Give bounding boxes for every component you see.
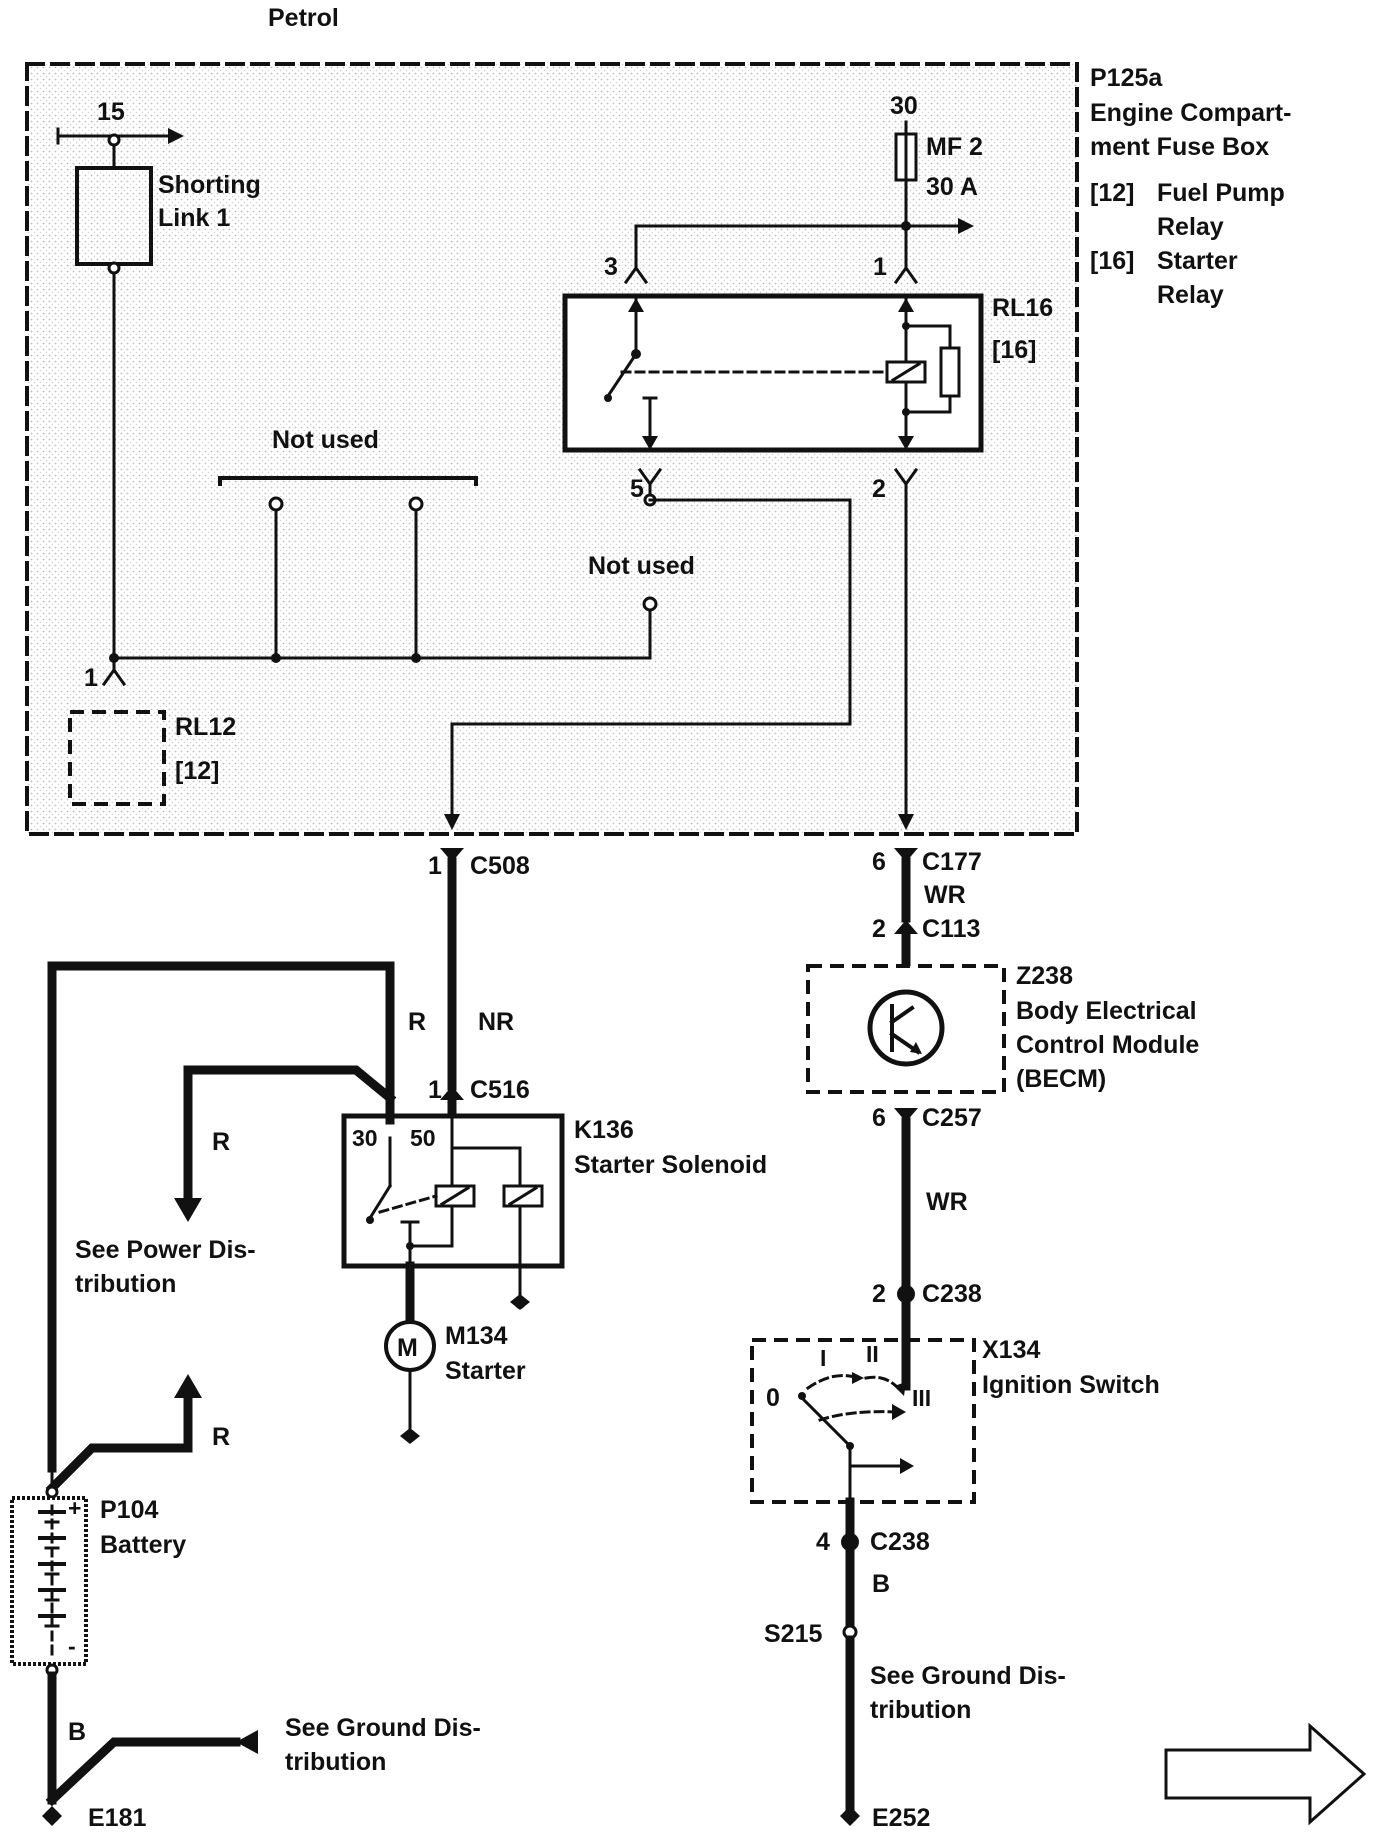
c113-pin: 2: [872, 915, 886, 943]
ignition-pos-1: I: [820, 1345, 826, 1371]
feed-15-label: 15: [97, 98, 125, 126]
wire-color-r-left: R: [212, 1128, 230, 1156]
becm-ref: Z238: [1016, 962, 1073, 990]
fuse-ref: MF 2: [926, 133, 983, 161]
c238-bot-pin: 4: [816, 1528, 830, 1556]
becm-line1: Body Electrical: [1016, 997, 1197, 1025]
fuse-feed-label: 30: [890, 92, 918, 120]
c516-pin: 1: [428, 1076, 442, 1104]
battery-name: Battery: [100, 1531, 186, 1559]
rl16-pin1-label: 1: [873, 253, 887, 281]
see-ground-left-line1: See Ground Dis-: [285, 1714, 481, 1742]
c177-ref: C177: [922, 848, 982, 876]
legend-code-16: [16]: [1090, 247, 1134, 275]
ground-e181: E181: [88, 1804, 146, 1832]
ignition-pos-0: 0: [766, 1384, 780, 1412]
c238-bot-ref: C238: [870, 1528, 930, 1556]
ignition-name: Ignition Switch: [982, 1371, 1160, 1399]
solenoid-terminal-30: 30: [352, 1125, 378, 1151]
wire-color-nr: NR: [478, 1008, 514, 1036]
rl12-ref: RL12: [175, 713, 236, 741]
wire-color-b-left: B: [68, 1718, 86, 1746]
rl16-ref: RL16: [992, 294, 1053, 322]
c257-ref: C257: [922, 1104, 982, 1132]
starter-name: Starter: [445, 1357, 526, 1385]
wire-color-b-right: B: [872, 1570, 890, 1598]
fuse-box-name-line1: Engine Compart-: [1090, 99, 1291, 127]
feed-15-wire: [56, 127, 184, 170]
rl12-code: [12]: [175, 757, 219, 785]
solenoid-name: Starter Solenoid: [574, 1151, 767, 1179]
wire-color-r-top: R: [408, 1008, 426, 1036]
splice-s215: S215: [764, 1620, 822, 1648]
see-power-line2: tribution: [75, 1270, 176, 1298]
c113-ref: C113: [922, 915, 980, 943]
ignition-pos-2: II: [866, 1341, 879, 1367]
legend-name-12-line2: Relay: [1157, 213, 1224, 241]
c508-pin: 1: [428, 852, 442, 880]
ignition-ref: X134: [982, 1336, 1040, 1364]
legend-name-12-line1: Fuel Pump: [1157, 179, 1285, 207]
m134-starter-motor-icon: M: [384, 1320, 436, 1372]
see-ground-left-line2: tribution: [285, 1748, 386, 1776]
ignition-pos-3: III: [912, 1385, 931, 1411]
c177-pin: 6: [872, 848, 886, 876]
ground-e252: E252: [872, 1804, 930, 1832]
rl16-pin5-label: 5: [630, 475, 644, 503]
shorting-link-label-line2: Link 1: [158, 204, 230, 232]
wire-color-r-bottom: R: [212, 1423, 230, 1451]
becm-line2: Control Module: [1016, 1031, 1199, 1059]
svg-text:-: -: [68, 1633, 76, 1659]
battery-ref: P104: [100, 1496, 158, 1524]
c238-top-ref: C238: [922, 1280, 982, 1308]
page-title: Petrol: [268, 4, 339, 32]
c508-ref: C508: [470, 852, 530, 880]
solenoid-ref: K136: [574, 1116, 634, 1144]
not-used-label-lower: Not used: [588, 552, 695, 580]
starter-ref: M134: [445, 1322, 508, 1350]
see-ground-right-line1: See Ground Dis-: [870, 1662, 1066, 1690]
svg-text:+: +: [68, 1495, 81, 1521]
solenoid-terminal-50: 50: [410, 1125, 436, 1151]
see-ground-right-line2: tribution: [870, 1696, 971, 1724]
legend-name-16-line2: Relay: [1157, 281, 1224, 309]
rl12-relay-icon: [68, 710, 166, 806]
c238-top-pin: 2: [872, 1280, 886, 1308]
k136-starter-solenoid-icon: [341, 1113, 565, 1292]
fuse-box-ref: P125a: [1090, 64, 1163, 92]
x134-ignition-switch-icon: [750, 1335, 976, 1504]
shorting-link-label-line1: Shorting: [158, 171, 261, 199]
rl16-code: [16]: [992, 336, 1036, 364]
c516-ref: C516: [470, 1076, 530, 1104]
z238-becm-icon: [806, 964, 1006, 1094]
arrow-right-icon[interactable]: [1164, 1722, 1367, 1826]
rl16-relay-icon: [562, 293, 984, 453]
wire-color-wr-upper: WR: [924, 881, 966, 909]
legend-code-12: [12]: [1090, 179, 1134, 207]
p104-battery-icon: + -: [10, 1466, 88, 1677]
rl16-pin3-label: 3: [604, 253, 618, 281]
svg-text:M: M: [397, 1334, 418, 1362]
legend-name-16-line1: Starter: [1157, 247, 1238, 275]
fuse-rating: 30 A: [926, 173, 978, 201]
rl12-pin-label: 1: [84, 664, 98, 692]
c257-pin: 6: [872, 1104, 886, 1132]
becm-line3: (BECM): [1016, 1065, 1106, 1093]
wire-color-wr-lower: WR: [926, 1188, 968, 1216]
see-power-line1: See Power Dis-: [75, 1236, 256, 1264]
rl16-pin2-label: 2: [872, 475, 886, 503]
not-used-label-top: Not used: [272, 426, 379, 454]
fuse-box-name-line2: ment Fuse Box: [1090, 133, 1269, 161]
